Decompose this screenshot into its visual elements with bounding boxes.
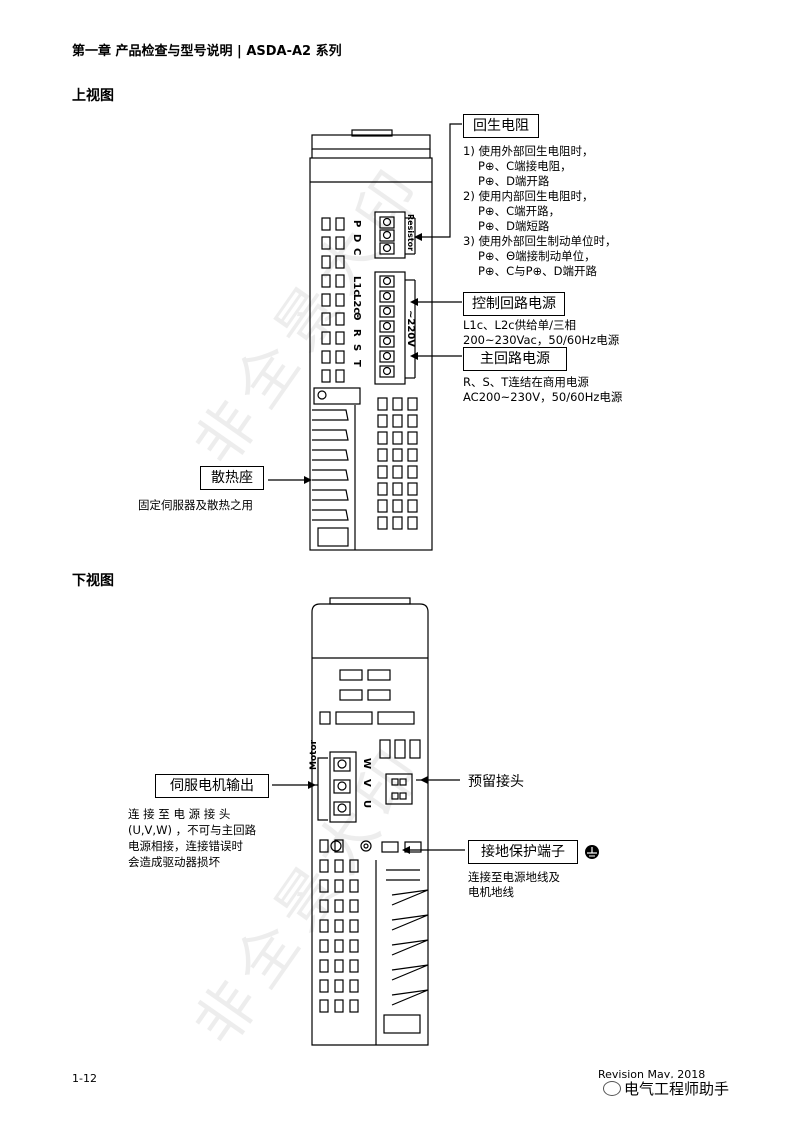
terminal-p: P [351, 220, 362, 227]
regen-resistor-label: 回生电阻 [463, 114, 539, 138]
terminal-s: S [351, 344, 362, 351]
terminal-theta: Θ [351, 312, 362, 321]
bottom-view-arrows [308, 776, 428, 854]
terminal-u: U [361, 800, 372, 808]
heat-sink-label: 散热座 [200, 466, 264, 490]
terminal-l1c: L1c [351, 276, 362, 295]
top-view-title: 上视图 [72, 88, 114, 104]
wechat-account-name: 电气工程师助手 [624, 1080, 730, 1098]
reserved-connector-label: 预留接头 [468, 774, 524, 790]
terminal-c: C [351, 248, 362, 255]
motor-output-label: 伺服电机输出 [155, 774, 269, 798]
main-power-notes: R、S、T连结在商用电源 AC200~230V，50/60Hz电源 [463, 375, 623, 404]
terminal-r: R [351, 329, 362, 337]
bottom-view-title: 下视图 [72, 573, 114, 589]
top-view-drawing [268, 123, 462, 551]
top-vents-left [321, 217, 345, 383]
heat-sink-fins-top [312, 387, 361, 550]
wechat-badge: 电气工程师助手 [603, 1078, 730, 1099]
page-number: 1-12 [72, 1072, 97, 1085]
motor-terminal-letters: W V U Motor [309, 739, 372, 808]
page-header: 第一章 产品检查与型号说明 | ASDA-A2 系列 [72, 44, 342, 59]
main-power-label: 主回路电源 [463, 347, 567, 371]
regen-resistor-notes: 1) 使用外部回生电阻时， P⊕、C端接电阻， P⊕、D端开路 2) 使用内部回… [463, 144, 617, 278]
heat-sink-note: 固定伺服器及散热之用 [138, 498, 253, 512]
ground-symbol-icon [585, 845, 599, 859]
wechat-icon [603, 1081, 621, 1096]
resistor-tag: Resistor [406, 214, 415, 251]
terminal-v: V [361, 779, 372, 787]
control-power-notes: L1c、L2c供给单/三相 200~230Vac，50/60Hz电源 [463, 318, 620, 347]
terminal-letters: P D C L1c L2c Θ R S T Resistor ~220V [351, 214, 416, 367]
top-vents-right [377, 397, 418, 530]
top-view-arrows [304, 233, 422, 484]
terminal-d: D [351, 234, 362, 242]
terminal-t: T [351, 360, 362, 367]
terminal-l2c: L2c [351, 294, 362, 313]
motor-output-notes: 连 接 至 电 源 接 头 (U,V,W) ，不可与主回路 电源相接，连接错误时… [128, 807, 257, 869]
control-power-label: 控制回路电源 [463, 292, 565, 316]
revision-text: Revision May, 2018 [598, 1068, 706, 1081]
terminal-w: W [361, 758, 372, 769]
voltage-tag: ~220V [405, 310, 416, 347]
ground-terminal-notes: 连接至电源地线及 电机地线 [468, 870, 560, 899]
bottom-view-drawing [272, 597, 465, 1046]
ground-terminal-label: 接地保护端子 [468, 840, 578, 864]
motor-tag: Motor [309, 739, 319, 770]
